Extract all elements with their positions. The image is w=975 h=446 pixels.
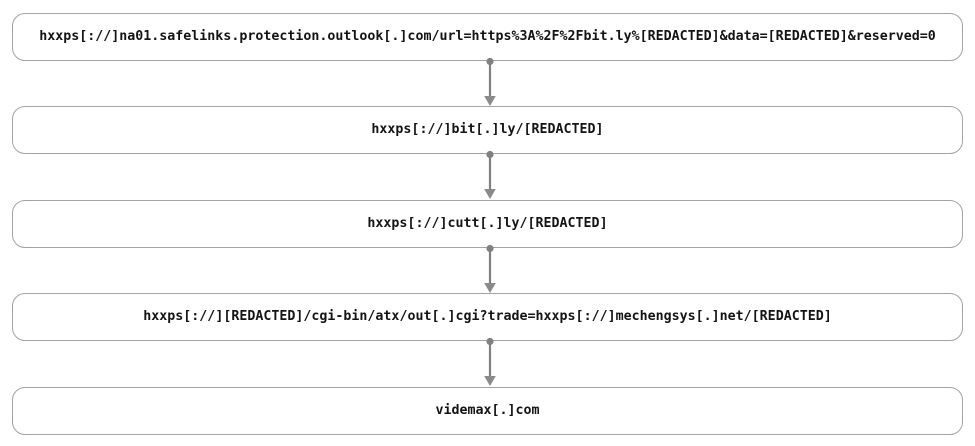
flow-node-2-label: hxxps[://]bit[.]ly/[REDACTED] — [371, 122, 604, 138]
connector-4-arrow-icon — [483, 337, 497, 395]
flow-node-3-label: hxxps[://]cutt[.]ly/[REDACTED] — [367, 216, 608, 232]
flow-node-1[interactable]: hxxps[://]na01.safelinks.protection.outl… — [12, 13, 963, 61]
flow-node-5[interactable]: videmax[.]com — [12, 387, 963, 435]
connector-1-arrow-icon — [483, 57, 497, 115]
flow-node-5-label: videmax[.]com — [435, 403, 540, 419]
flow-node-4[interactable]: hxxps[://][REDACTED]/cgi-bin/atx/out[.]c… — [12, 293, 963, 341]
flow-node-2[interactable]: hxxps[://]bit[.]ly/[REDACTED] — [12, 106, 963, 154]
connector-3-arrow-icon — [483, 244, 497, 302]
flow-node-3[interactable]: hxxps[://]cutt[.]ly/[REDACTED] — [12, 200, 963, 248]
flow-node-4-label: hxxps[://][REDACTED]/cgi-bin/atx/out[.]c… — [143, 309, 832, 325]
connector-2-arrow-icon — [483, 150, 497, 208]
flow-node-1-label: hxxps[://]na01.safelinks.protection.outl… — [39, 29, 936, 45]
